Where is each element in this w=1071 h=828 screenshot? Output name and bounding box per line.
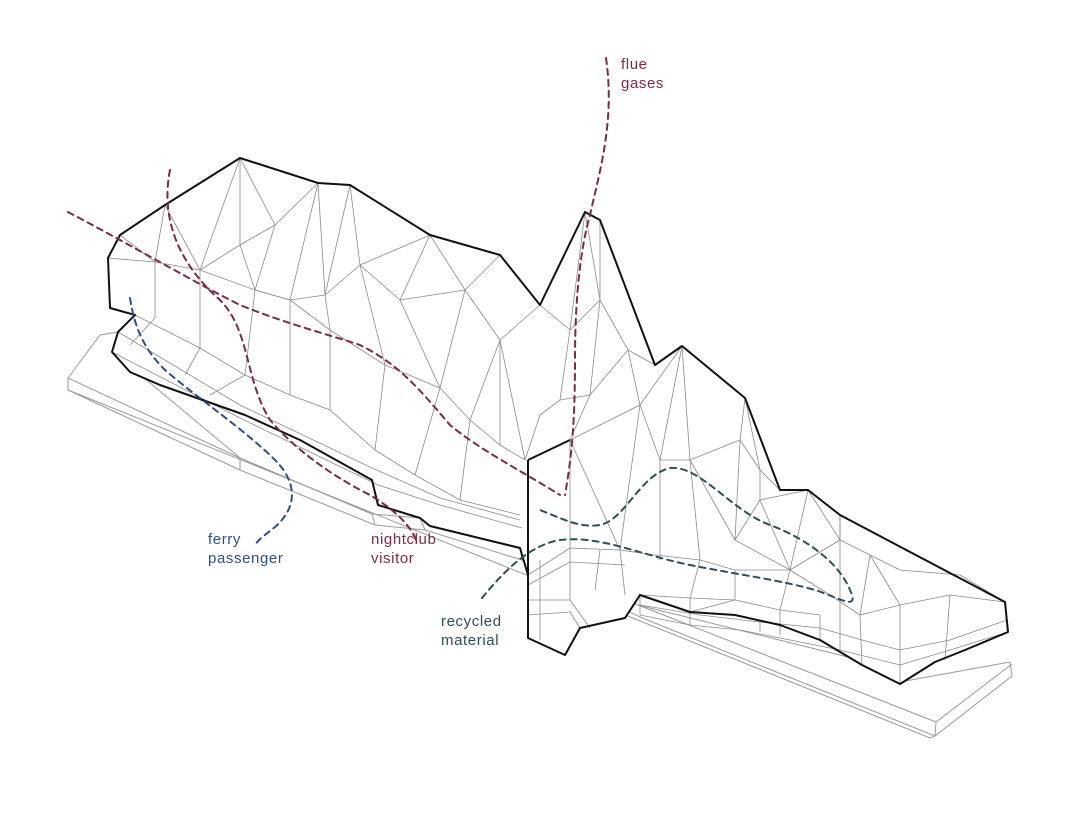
flue-gases-label: flue gases [621,55,664,93]
ferry-passenger-label: ferry passenger [208,530,283,568]
ferry-passenger-label-line2: passenger [208,549,283,568]
flue-gases-label-line1: flue [621,55,664,74]
building-mass [108,158,1008,684]
nightclub-visitor-label-line1: nightclub [371,530,436,549]
flue-gases-label-line2: gases [621,74,664,93]
recycled-material-label: recycled material [441,612,502,650]
recycled-material-label-line1: recycled [441,612,502,631]
ferry-passenger-label-line1: ferry [208,530,283,549]
nightclub-visitor-label: nightclub visitor [371,530,436,568]
nightclub-visitor-label-line2: visitor [371,549,436,568]
recycled-material-label-line2: material [441,631,502,650]
